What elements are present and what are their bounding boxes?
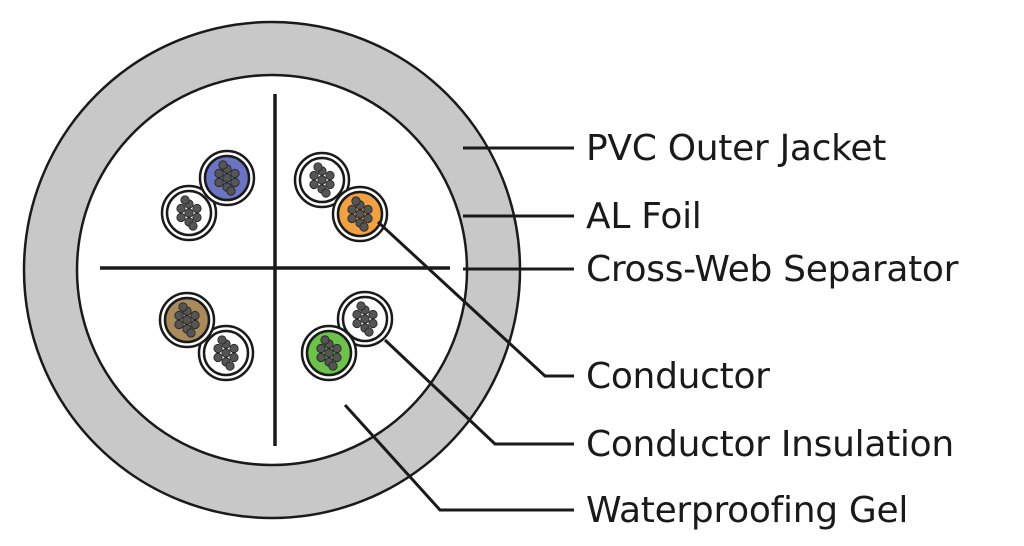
brown-pair-white-conductor-strand: [213, 352, 223, 363]
brown-pair-white-conductor: [197, 324, 255, 382]
green-pair-white-conductor-strand: [352, 318, 362, 329]
leader-lines: [343, 146, 574, 512]
green-pair-colored-conductor-strand: [328, 361, 338, 371]
blue-pair-colored-conductor-strand: [230, 168, 240, 179]
blue-pair-colored-conductor-strand: [230, 177, 240, 188]
green-pair-white-conductor-strand: [352, 309, 362, 320]
green-pair-white-conductor-strand: [360, 314, 370, 324]
blue-pair-white-conductor-strand: [180, 195, 190, 205]
orange-pair-colored-conductor-strand: [347, 204, 357, 215]
leader-conductor: [376, 220, 574, 378]
orange-pair-white-conductor-strand: [321, 188, 331, 198]
green-pair-white-conductor-strand: [368, 318, 378, 329]
label-al-foil: AL Foil: [586, 196, 702, 237]
brown-pair-white-conductor-strand: [217, 335, 227, 345]
label-pvc-outer-jacket: PVC Outer Jacket: [586, 128, 887, 169]
orange-pair-colored-conductor-strand: [347, 213, 357, 224]
orange-pair-colored-conductor: [331, 185, 389, 243]
orange-pair-colored-conductor-strand: [355, 209, 365, 219]
green-pair-white-conductor: [336, 290, 394, 348]
label-conductor: Conductor: [586, 356, 770, 397]
brown-pair-white-conductor-strand: [221, 348, 231, 358]
orange-pair: [293, 151, 389, 243]
orange-pair-white-conductor-strand: [325, 179, 335, 190]
orange-pair-colored-conductor-strand: [351, 196, 361, 206]
blue-pair-colored-conductor-strand: [218, 160, 228, 170]
orange-pair-colored-conductor-strand: [359, 222, 369, 232]
brown-pair-colored-conductor-strand: [190, 310, 200, 321]
blue-pair-colored-conductor-strand: [226, 186, 236, 196]
green-pair: [300, 290, 394, 382]
green-pair-colored-conductor-strand: [320, 335, 330, 345]
brown-pair-white-conductor-strand: [213, 343, 223, 354]
brown-pair-colored-conductor-strand: [186, 328, 196, 338]
blue-pair-colored-conductor-strand: [222, 173, 232, 183]
green-pair-colored-conductor-strand: [324, 348, 334, 358]
blue-pair-white-conductor-strand: [184, 208, 194, 218]
orange-pair-colored-conductor-strand: [363, 213, 373, 224]
orange-pair-white-conductor-strand: [309, 179, 319, 190]
blue-pair-colored-conductor-strand: [214, 168, 224, 179]
orange-pair-white-conductor-strand: [317, 175, 327, 185]
green-pair-white-conductor-strand: [356, 301, 366, 311]
leader-insulation: [383, 338, 574, 446]
brown-pair-colored-conductor: [158, 291, 216, 349]
blue-pair-white-conductor: [160, 184, 218, 242]
brown-pair: [158, 291, 255, 382]
brown-pair-colored-conductor-strand: [174, 310, 184, 321]
twisted-pairs: [158, 149, 394, 382]
blue-pair-colored-conductor-strand: [214, 177, 224, 188]
brown-pair-colored-conductor-strand: [190, 319, 200, 330]
green-pair-colored-conductor-strand: [316, 343, 326, 354]
label-conductor-insulation: Conductor Insulation: [586, 424, 954, 465]
blue-pair-white-conductor-strand: [176, 203, 186, 214]
green-pair-colored-conductor: [300, 324, 358, 382]
orange-pair-white-conductor-strand: [325, 170, 335, 181]
label-waterproofing-gel: Waterproofing Gel: [586, 490, 909, 531]
brown-pair-colored-conductor-strand: [178, 302, 188, 312]
blue-pair-white-conductor-strand: [176, 212, 186, 223]
blue-pair-white-conductor-strand: [188, 221, 198, 231]
al-foil-inner: [75, 73, 469, 467]
orange-pair-colored-conductor-strand: [363, 204, 373, 215]
blue-pair-white-conductor-strand: [192, 203, 202, 214]
blue-pair-colored-conductor: [198, 149, 256, 207]
brown-pair-white-conductor-strand: [225, 361, 235, 371]
brown-pair-white-conductor-strand: [229, 343, 239, 354]
green-pair-colored-conductor-strand: [316, 352, 326, 363]
orange-pair-white-conductor-strand: [309, 170, 319, 181]
brown-pair-colored-conductor-strand: [182, 315, 192, 325]
leader-gel: [343, 403, 574, 512]
label-cross-web-separator: Cross-Web Separator: [586, 249, 959, 290]
orange-pair-white-conductor-strand: [313, 162, 323, 172]
blue-pair: [160, 149, 256, 242]
blue-pair-white-conductor-strand: [192, 212, 202, 223]
green-pair-colored-conductor-strand: [332, 352, 342, 363]
brown-pair-colored-conductor-strand: [174, 319, 184, 330]
orange-pair-white-conductor: [293, 151, 351, 209]
green-pair-white-conductor-strand: [364, 327, 374, 337]
green-pair-white-conductor-strand: [368, 309, 378, 320]
green-pair-colored-conductor-strand: [332, 343, 342, 354]
brown-pair-white-conductor-strand: [229, 352, 239, 363]
